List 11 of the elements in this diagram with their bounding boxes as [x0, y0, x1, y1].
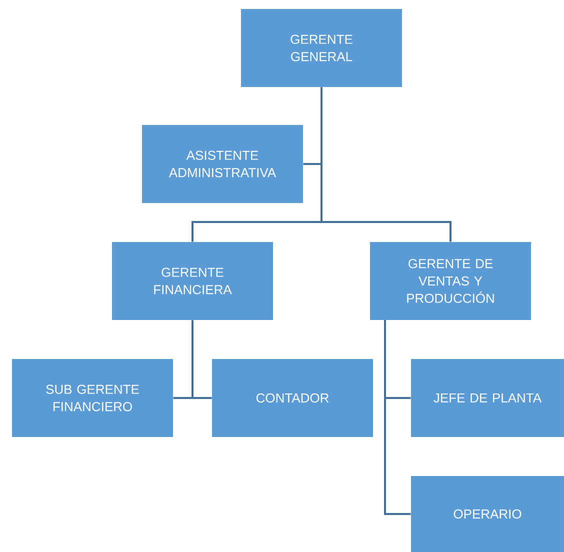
org-box: CONTADOR [212, 359, 373, 437]
connector-line [192, 320, 212, 399]
connector-line [320, 87, 452, 242]
org-box: JEFE DE PLANTA [411, 359, 564, 437]
org-box: GERENTE GENERAL [241, 9, 402, 87]
org-box: OPERARIO [411, 476, 564, 552]
connector-line [384, 320, 411, 515]
org-box: SUB GERENTE FINANCIERO [12, 359, 173, 437]
org-box: GERENTE FINANCIERA [112, 242, 273, 320]
org-box: ASISTENTE ADMINISTRATIVA [142, 125, 303, 203]
org-box: GERENTE DE VENTAS Y PRODUCCIÓN [370, 242, 531, 320]
